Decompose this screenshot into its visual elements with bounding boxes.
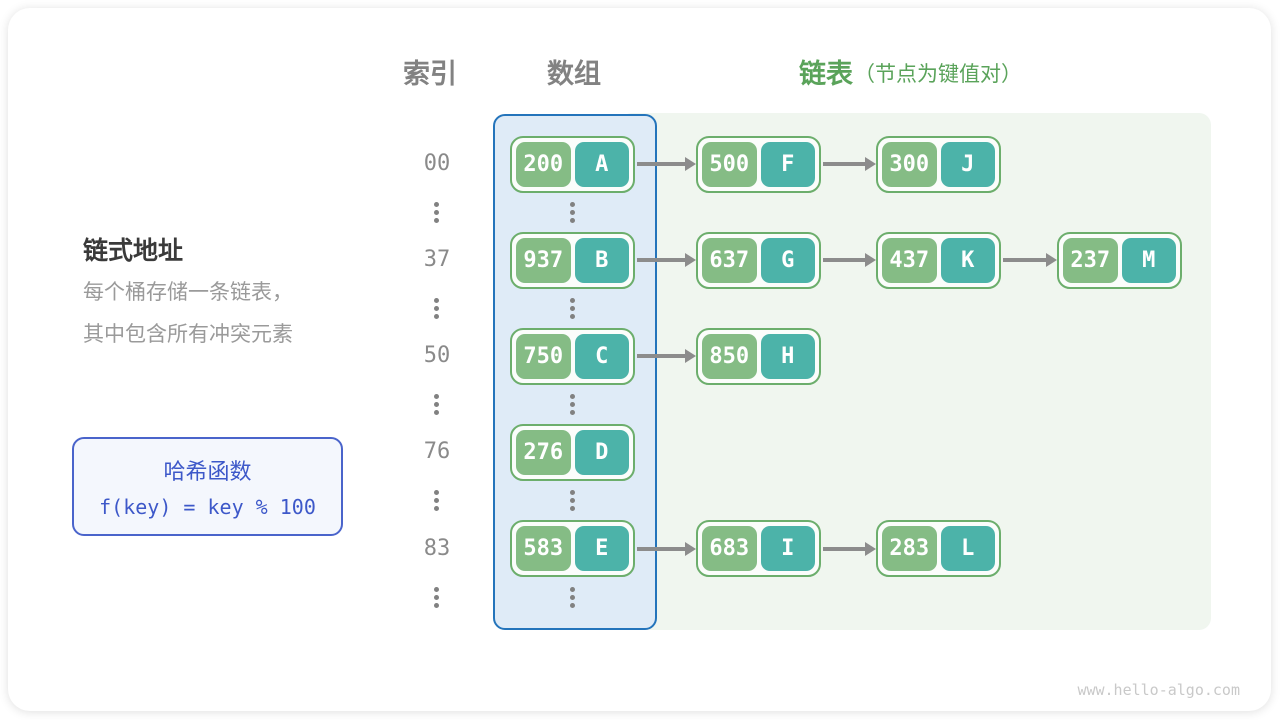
key-cell: 200	[516, 142, 571, 187]
key-cell: 300	[882, 142, 937, 187]
section-description-line1: 每个桶存储一条链表，	[83, 281, 293, 304]
bucket-node: 276 D	[510, 424, 635, 481]
value-cell: L	[940, 526, 995, 571]
link-arrow-icon	[1003, 253, 1057, 266]
list-header-label: 链表	[799, 59, 853, 89]
key-cell: 637	[702, 238, 757, 283]
link-arrow-icon	[823, 157, 876, 170]
link-arrow-icon	[637, 157, 696, 170]
index-label: 50	[423, 343, 451, 368]
index-label: 37	[423, 247, 451, 272]
column-header-list: 链表（节点为键值对）	[799, 52, 1022, 91]
index-label: 83	[423, 536, 451, 561]
value-cell: F	[760, 142, 815, 187]
column-header-index: 索引	[403, 59, 457, 89]
key-cell: 276	[516, 430, 571, 475]
key-cell: 683	[702, 526, 757, 571]
value-cell: K	[940, 238, 995, 283]
bucket-node: 583 E	[510, 520, 635, 577]
key-cell: 500	[702, 142, 757, 187]
chain-node: 237 M	[1057, 232, 1182, 289]
key-cell: 283	[882, 526, 937, 571]
value-cell: A	[574, 142, 629, 187]
value-cell: G	[760, 238, 815, 283]
chain-node: 437 K	[876, 232, 1001, 289]
key-cell: 583	[516, 526, 571, 571]
vertical-ellipsis	[434, 394, 439, 415]
column-header-array: 数组	[547, 59, 601, 89]
link-arrow-icon	[823, 253, 876, 266]
section-title: 链式地址	[83, 237, 184, 265]
vertical-ellipsis	[570, 394, 575, 415]
chain-node: 850 H	[696, 328, 821, 385]
value-cell: D	[574, 430, 629, 475]
index-label: 00	[423, 151, 451, 176]
chain-node: 300 J	[876, 136, 1001, 193]
vertical-ellipsis	[570, 298, 575, 319]
bucket-node: 937 B	[510, 232, 635, 289]
hash-function-title: 哈希函数	[163, 459, 252, 484]
vertical-ellipsis	[570, 587, 575, 608]
hash-function-formula: f(key) = key % 100	[99, 495, 316, 519]
value-cell: E	[574, 526, 629, 571]
link-arrow-icon	[637, 349, 696, 362]
vertical-ellipsis	[434, 298, 439, 319]
list-header-note: （节点为键值对）	[854, 63, 1022, 86]
key-cell: 437	[882, 238, 937, 283]
value-cell: H	[760, 334, 815, 379]
bucket-node: 750 C	[510, 328, 635, 385]
link-arrow-icon	[637, 253, 696, 266]
index-label: 76	[423, 439, 451, 464]
vertical-ellipsis	[570, 490, 575, 511]
value-cell: M	[1121, 238, 1176, 283]
vertical-ellipsis	[434, 490, 439, 511]
value-cell: B	[574, 238, 629, 283]
link-arrow-icon	[637, 542, 696, 555]
bucket-node: 200 A	[510, 136, 635, 193]
value-cell: I	[760, 526, 815, 571]
value-cell: C	[574, 334, 629, 379]
key-cell: 937	[516, 238, 571, 283]
vertical-ellipsis	[434, 587, 439, 608]
value-cell: J	[940, 142, 995, 187]
link-arrow-icon	[823, 542, 876, 555]
chain-node: 283 L	[876, 520, 1001, 577]
key-cell: 850	[702, 334, 757, 379]
section-description-line2: 其中包含所有冲突元素	[83, 323, 293, 346]
watermark-url: www.hello-algo.com	[1077, 681, 1240, 699]
chain-node: 500 F	[696, 136, 821, 193]
vertical-ellipsis	[570, 202, 575, 223]
chain-node: 683 I	[696, 520, 821, 577]
key-cell: 237	[1063, 238, 1118, 283]
key-cell: 750	[516, 334, 571, 379]
vertical-ellipsis	[434, 202, 439, 223]
chain-node: 637 G	[696, 232, 821, 289]
hash-function-box: 哈希函数 f(key) = key % 100	[72, 437, 343, 536]
